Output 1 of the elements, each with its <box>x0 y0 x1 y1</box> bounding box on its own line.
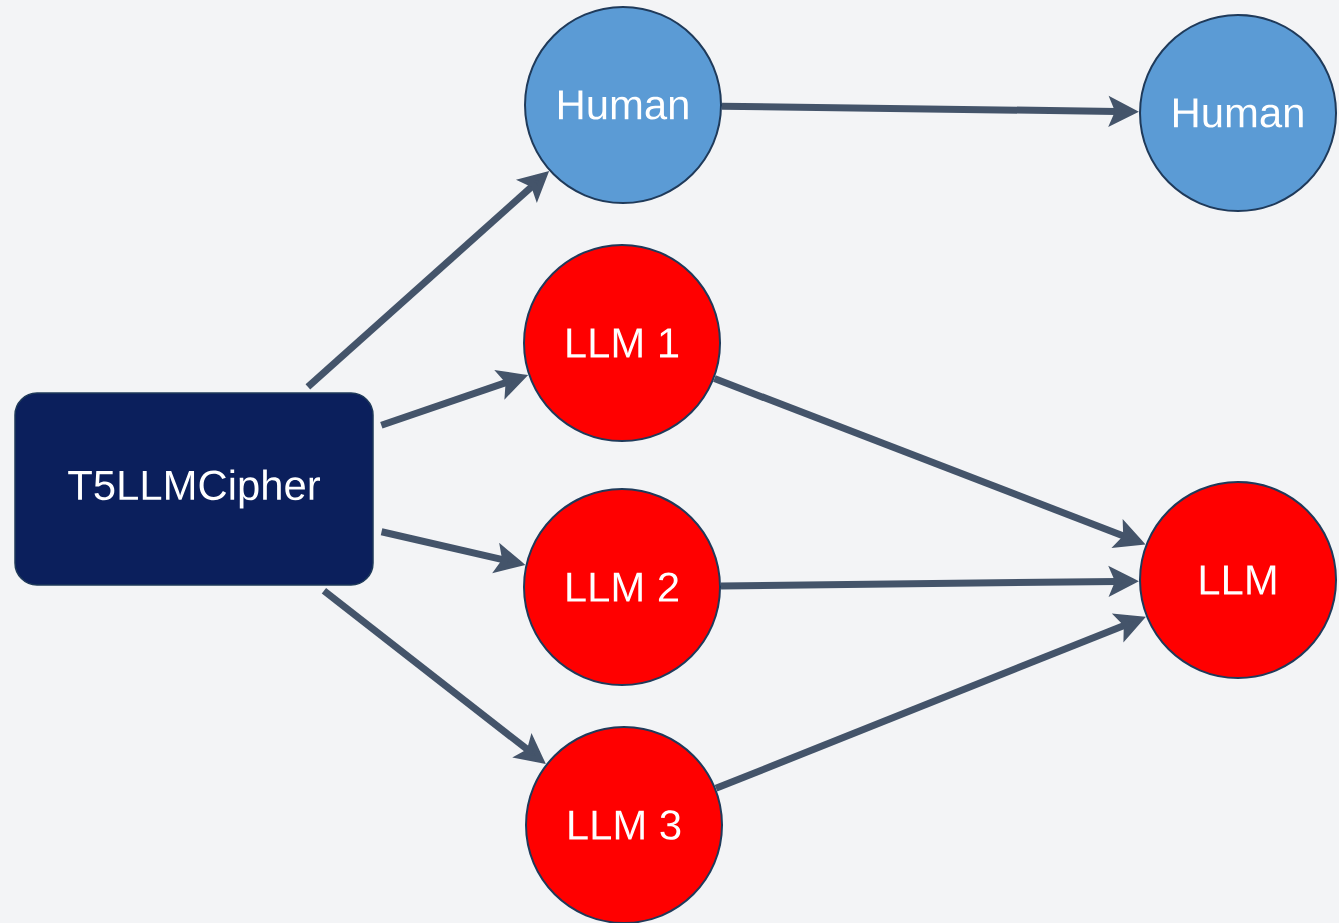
process-box: T5LLMCipher <box>14 392 374 586</box>
